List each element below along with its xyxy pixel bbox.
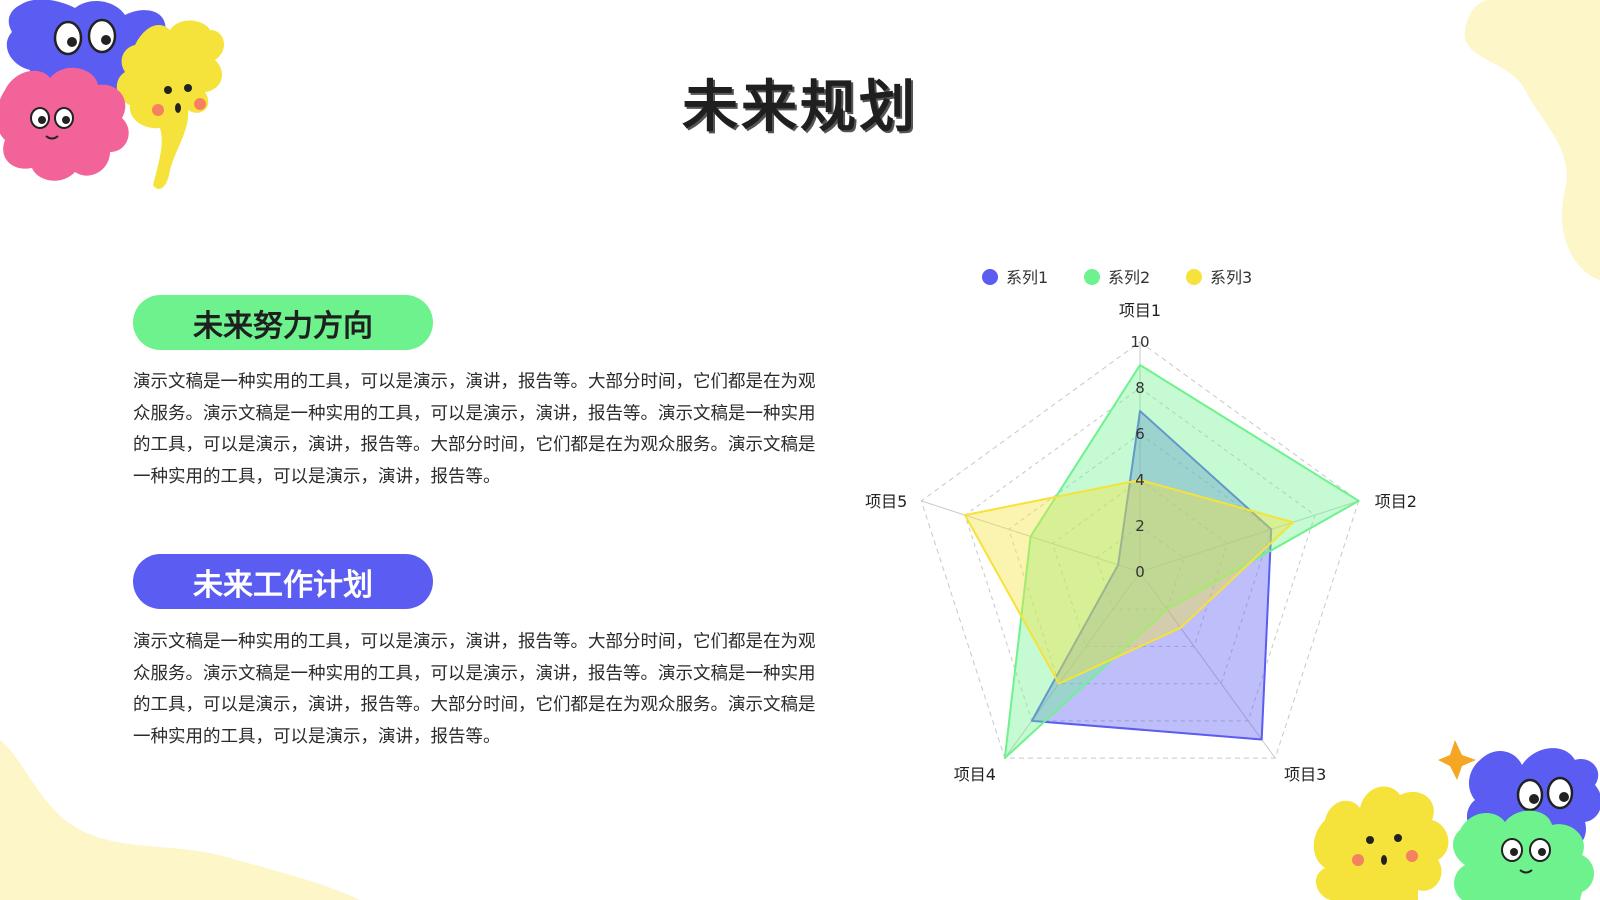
legend-label-series-3: 系列3 [1210, 268, 1252, 287]
radar-series-2-area [1003, 364, 1360, 760]
page-title: 未来规划 [682, 75, 918, 140]
legend-marker-series-1 [982, 269, 998, 285]
radar-spoke [1139, 571, 1276, 759]
radar-tick-label: 2 [1135, 517, 1145, 535]
radar-series-3-area [964, 479, 1295, 685]
radar-axis-label: 项目4 [954, 765, 996, 784]
section-heading-effort-direction: 未来努力方向 [133, 295, 433, 350]
radar-grid-ring [1008, 433, 1272, 685]
legend-label-series-1: 系列1 [1006, 268, 1048, 287]
radar-tick-label: 8 [1135, 379, 1145, 397]
decorative-blob-top-right [1464, 0, 1600, 280]
radar-tick-label: 6 [1135, 425, 1145, 443]
section-body-work-plan: 演示文稿是一种实用的工具，可以是演示，演讲，报告等。大部分时间，它们都是在为观众… [133, 632, 816, 747]
radar-axis-label: 项目2 [1375, 492, 1417, 511]
radar-grid-ring [1095, 525, 1185, 610]
radar-spoke [1139, 500, 1359, 573]
legend-marker-series-2 [1084, 269, 1100, 285]
mascot-illustration-bottom-right [1313, 740, 1600, 900]
legend-label-series-2: 系列2 [1108, 268, 1150, 287]
radar-tick-label: 0 [1135, 563, 1145, 581]
radar-axis-label: 项目5 [865, 492, 907, 511]
section-heading-work-plan: 未来工作计划 [133, 554, 433, 609]
radar-chart: 0 2 4 6 8 10 项目1 项目2 项目3 项目4 项目5 系列1 系列2 系列3 [865, 268, 1417, 784]
radar-axis-label: 项目3 [1284, 765, 1326, 784]
radar-axis-label: 项目1 [1119, 301, 1161, 320]
section-body-effort-direction: 演示文稿是一种实用的工具，可以是演示，演讲，报告等。大部分时间，它们都是在为观众… [133, 372, 816, 487]
radar-tick-label: 10 [1130, 333, 1149, 351]
radar-tick-label: 4 [1135, 471, 1145, 489]
radar-grid-ring [1051, 479, 1229, 647]
radar-grid-ring [920, 341, 1360, 759]
decorative-blob-bottom-left [0, 740, 360, 900]
mascot-illustration-top-left [0, 0, 225, 190]
radar-spoke [1004, 571, 1141, 759]
legend-marker-series-3 [1186, 269, 1202, 285]
